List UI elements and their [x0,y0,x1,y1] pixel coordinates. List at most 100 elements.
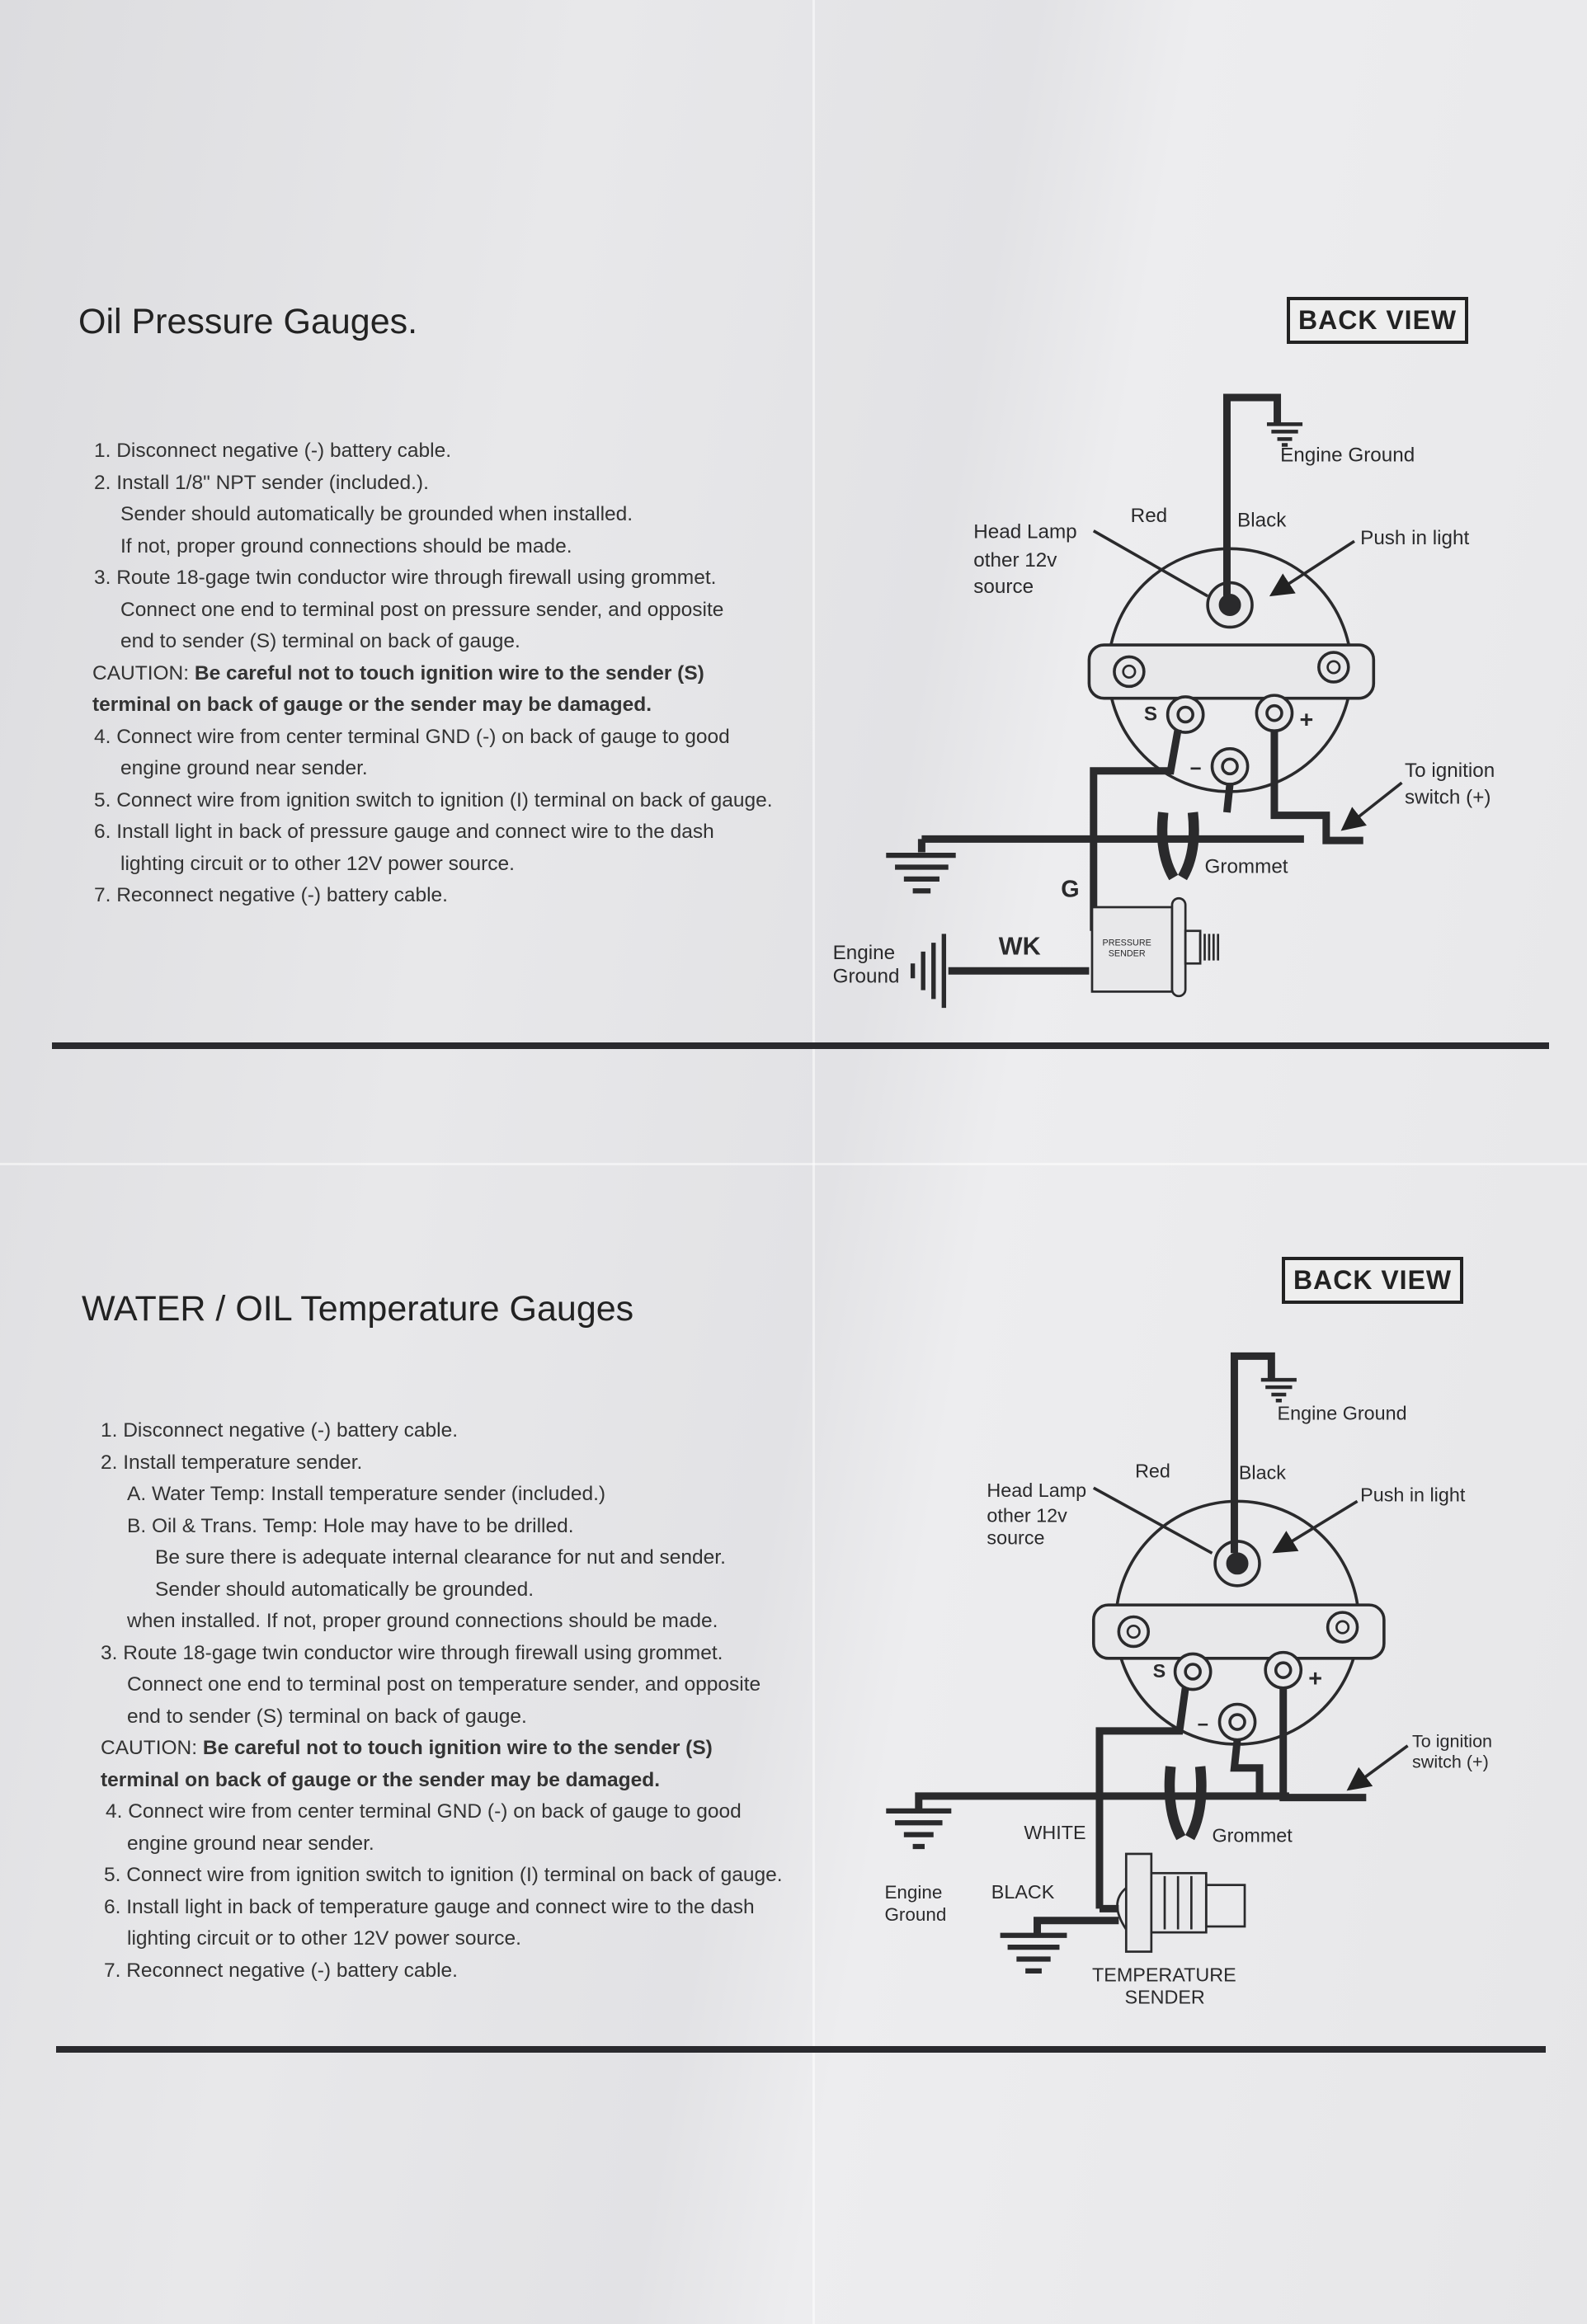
step-detail: B. Oil & Trans. Temp: Hole may have to b… [127,1514,574,1537]
step: 4. Connect wire from center terminal GND… [106,1800,742,1823]
caution-text: Be careful not to touch ignition wire to… [194,661,704,684]
white-wire-label: WHITE [1024,1822,1085,1843]
caution-text: Be careful not to touch ignition wire to… [202,1737,713,1759]
mounting-bracket [1091,1603,1386,1660]
minus-terminal-label: − [1198,1714,1209,1735]
step-detail: lighting circuit or to other 12V power s… [127,1927,521,1950]
caution: terminal on back of gauge or the sender … [101,1765,783,1797]
grommet-icon [1156,812,1199,881]
caution-text: terminal on back of gauge or the sender … [101,1768,661,1791]
caution-label: CAUTION: [101,1737,198,1759]
step: 1. Disconnect negative (-) battery cable… [101,1419,459,1442]
step-detail: engine ground near sender. [120,757,368,779]
oil-back-view-label: BACK VIEW [1287,297,1469,344]
ground-symbol [1260,1377,1297,1403]
step: 1. Disconnect negative (-) battery cable… [94,440,452,462]
sender-terminal [1173,1652,1213,1691]
black-wire-label: Black [1237,509,1287,531]
step-detail: Connect one end to terminal post on pres… [120,598,724,621]
section-divider [56,2046,1546,2053]
engine-ground-label: Ground [884,1904,946,1925]
ignition-arrow [1340,781,1403,831]
step-detail: Be sure there is adequate internal clear… [155,1546,726,1569]
wk-label: WK [999,932,1041,960]
ignition-terminal [1255,694,1294,733]
head-lamp-label: Head Lamp [973,521,1076,543]
engine-ground-label: Engine [833,942,896,964]
plus-terminal-label: + [1308,1666,1322,1692]
step-detail: end to sender (S) terminal on back of ga… [120,630,520,652]
step: 2. Install temperature sender. [101,1451,363,1474]
red-wire [1092,1486,1213,1555]
step: 6. Install light in back of temperature … [104,1895,755,1918]
step-detail: Sender should automatically be grounded … [120,503,633,525]
sender-label: SENDER [1109,948,1146,958]
push-in-light-label: Push in light [1360,527,1469,549]
s-terminal-label: S [1153,1660,1166,1682]
step: 7. Reconnect negative (-) battery cable. [104,1959,458,1982]
step-detail: A. Water Temp: Install temperature sende… [127,1483,606,1505]
oil-instructions-list: 1. Disconnect negative (-) battery cable… [92,435,773,912]
push-in-arrow [1269,539,1355,597]
oil-wiring-diagram [886,393,1403,1009]
grommet-label: Grommet [1205,856,1288,878]
ground-symbol [910,934,947,1009]
black-wire-label: Black [1239,1461,1286,1483]
step-detail: Sender should automatically be grounded. [155,1578,534,1601]
head-lamp-label: source [987,1527,1044,1548]
head-lamp-label: other 12v [973,549,1057,572]
g-label: G [1061,876,1079,902]
caution-text: terminal on back of gauge or the sender … [92,694,652,716]
engine-ground-label: Engine [884,1882,942,1903]
sender-label: TEMPERATURE [1092,1964,1236,1985]
plus-terminal-label: + [1299,708,1313,734]
head-lamp-label: source [973,576,1034,598]
red-wire-label: Red [1135,1461,1170,1482]
engine-ground-label: Ground [833,966,900,988]
red-wire [1092,529,1208,598]
ignition-label: To ignition [1405,760,1495,782]
step-detail: engine ground near sender. [127,1832,374,1855]
temp-instructions-list: 1. Disconnect negative (-) battery cable… [101,1415,783,1987]
minus-terminal-label: − [1190,758,1202,780]
sender-label: PRESSURE [1103,939,1151,948]
grommet-label: Grommet [1212,1825,1293,1846]
ground-terminal [1210,746,1250,786]
temperature-sender-nut [1124,1852,1153,1953]
step-detail: when installed. If not, proper ground co… [127,1610,718,1632]
sender-label: SENDER [1125,1986,1205,2007]
ground-symbol [1000,1932,1067,1974]
step: 2. Install 1/8" NPT sender (included.). [94,471,429,494]
ground-symbol [1266,422,1303,447]
black-wire-label: BLACK [991,1881,1055,1903]
ground-symbol [886,852,956,894]
caution-label: CAUTION: [92,661,190,684]
step: 6. Install light in back of pressure gau… [94,821,714,843]
caution: CAUTION: Be careful not to touch ignitio… [101,1733,783,1765]
black-wire [1222,393,1282,596]
section-divider [52,1042,1549,1049]
push-in-light-label: Push in light [1360,1484,1466,1505]
step-detail: Connect one end to terminal post on temp… [127,1673,761,1696]
temp-back-view-label: BACK VIEW [1282,1257,1464,1304]
ignition-label: To ignition [1412,1731,1492,1752]
ignition-label: switch (+) [1412,1752,1489,1772]
step: 5. Connect wire from ignition switch to … [104,1864,783,1886]
step: 3. Route 18-gage twin conductor wire thr… [101,1641,723,1664]
caution: CAUTION: Be careful not to touch ignitio… [92,658,773,690]
temp-wiring-diagram [886,1352,1409,1974]
oil-section-title: Oil Pressure Gauges. [78,302,418,341]
step-detail: If not, proper ground connections should… [120,534,572,557]
ignition-arrow [1346,1744,1409,1791]
step: 5. Connect wire from ignition switch to … [94,788,773,812]
oil-diagram-labels: Engine Ground Red Black Head Lamp other … [833,444,1495,987]
push-in-arrow [1272,1499,1359,1554]
step: 7. Reconnect negative (-) battery cable. [94,884,448,906]
caution: terminal on back of gauge or the sender … [92,689,773,722]
grommet-icon [1164,1766,1207,1841]
sender-terminal [1166,695,1205,734]
head-lamp-label: Head Lamp [987,1480,1086,1501]
step-detail: lighting circuit or to other 12V power s… [120,852,515,875]
s-terminal-label: S [1144,703,1157,726]
